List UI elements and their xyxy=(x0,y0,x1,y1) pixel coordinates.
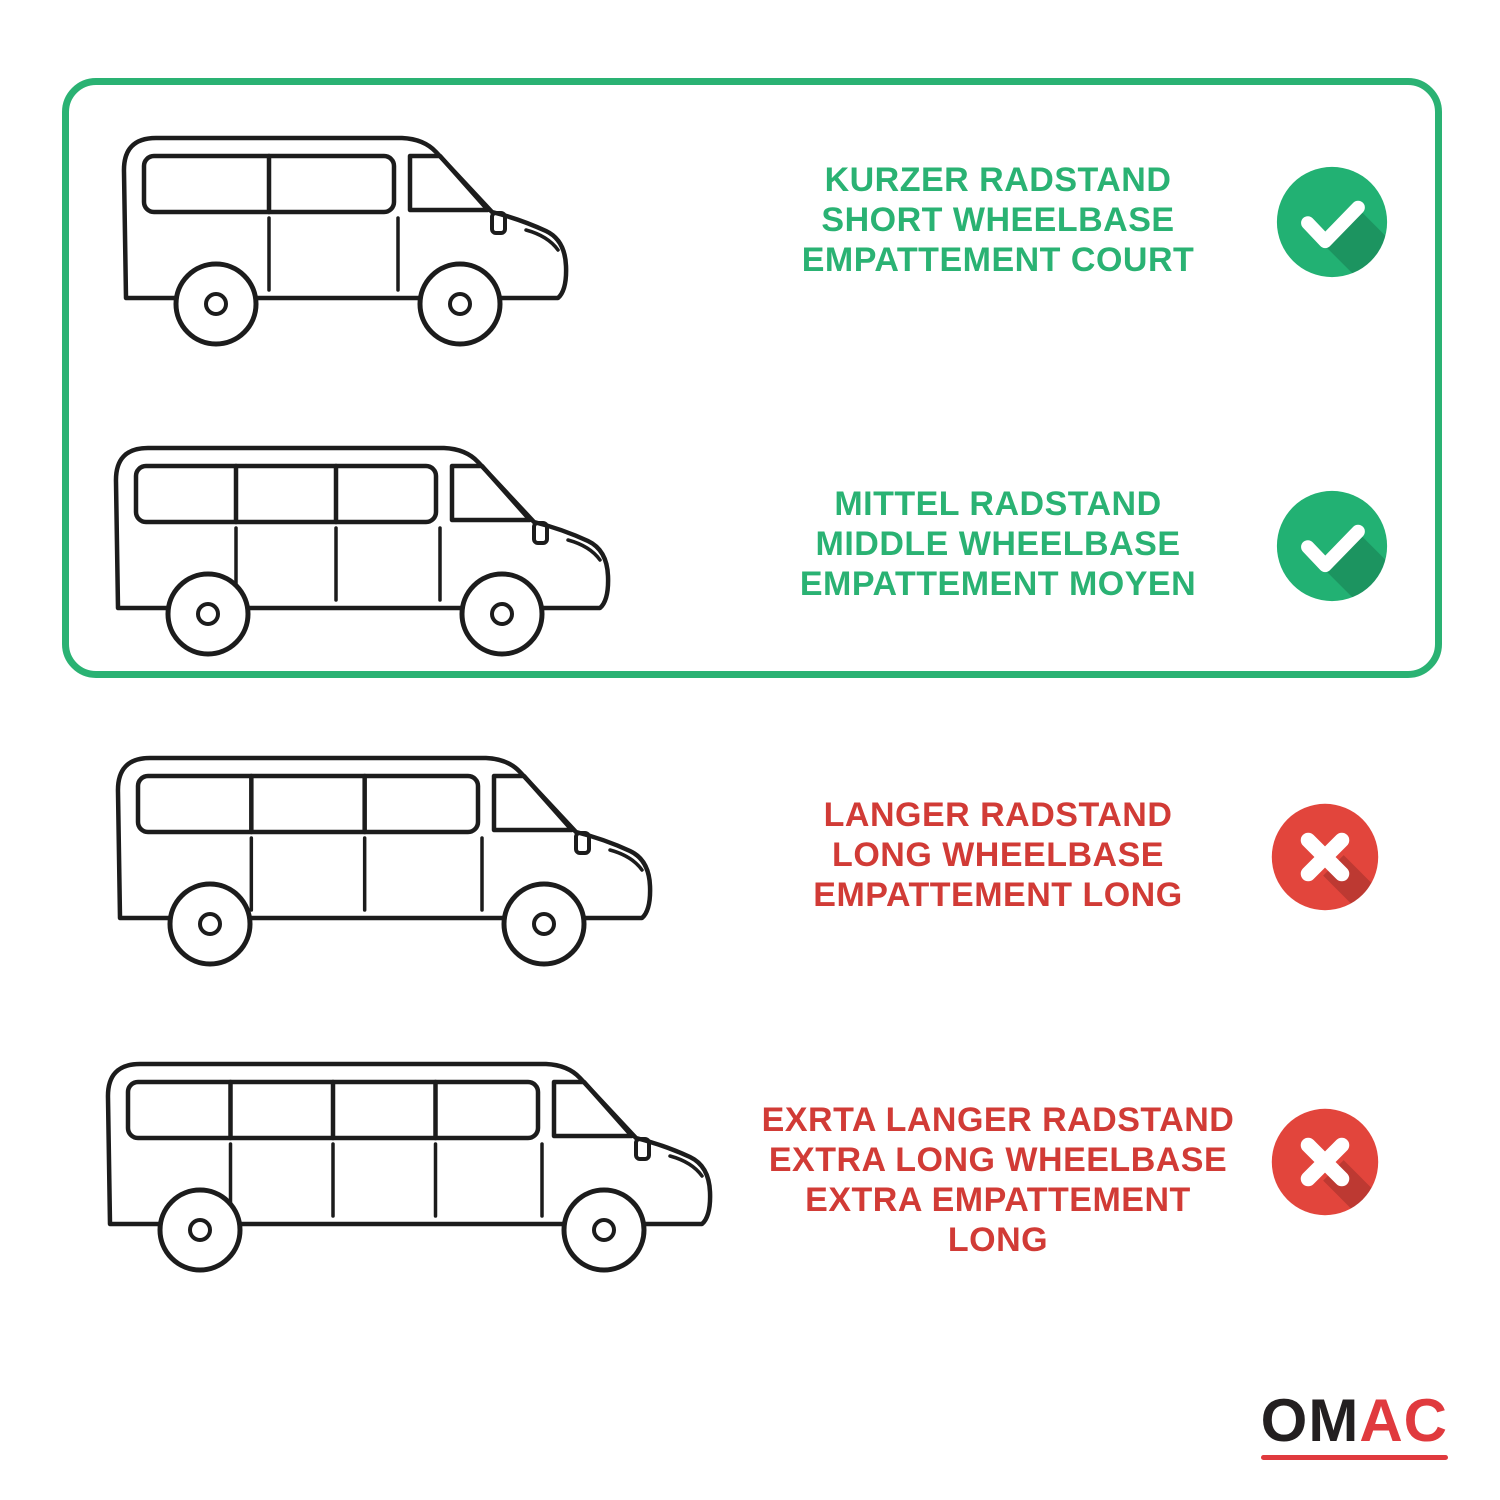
label-long-wheelbase: LANGER RADSTAND LONG WHEELBASE EMPATTEME… xyxy=(758,795,1238,915)
label-line: EXRTA LANGER RADSTAND xyxy=(761,1101,1235,1139)
label-line: MITTEL RADSTAND xyxy=(834,485,1162,523)
label-line: EMPATTEMENT MOYEN xyxy=(799,565,1197,603)
label-line: SHORT WHEELBASE xyxy=(821,201,1175,239)
van-middle-wheelbase-illustration xyxy=(113,445,611,657)
label-line: EXTRA LONG WHEELBASE xyxy=(768,1141,1228,1179)
omac-logo: OMAC xyxy=(1260,1391,1448,1460)
van-long-wheelbase-illustration xyxy=(115,755,653,967)
label-line: MIDDLE WHEELBASE xyxy=(815,525,1181,563)
label-extra-long-wheelbase: EXRTA LANGER RADSTAND EXTRA LONG WHEELBA… xyxy=(758,1100,1238,1260)
cross-icon xyxy=(1269,1106,1381,1218)
check-icon xyxy=(1274,164,1390,280)
label-line: EMPATTEMENT COURT xyxy=(801,241,1195,279)
omac-logo-underline xyxy=(1260,1455,1448,1460)
van-extra-long-wheelbase-illustration xyxy=(105,1061,713,1273)
omac-logo-red-part: AC xyxy=(1359,1387,1448,1454)
compatibility-highlight-box xyxy=(62,78,1442,678)
label-line: LANGER RADSTAND xyxy=(823,796,1173,834)
label-line: LONG WHEELBASE xyxy=(832,836,1164,874)
van-short-wheelbase-illustration xyxy=(121,135,569,347)
label-middle-wheelbase: MITTEL RADSTAND MIDDLE WHEELBASE EMPATTE… xyxy=(758,484,1238,604)
cross-icon xyxy=(1269,801,1381,913)
label-line: EXTRA EMPATTEMENT LONG xyxy=(805,1181,1191,1259)
label-short-wheelbase: KURZER RADSTAND SHORT WHEELBASE EMPATTEM… xyxy=(758,160,1238,280)
omac-logo-dark-part: OM xyxy=(1260,1387,1360,1454)
label-line: KURZER RADSTAND xyxy=(824,161,1172,199)
label-line: EMPATTEMENT LONG xyxy=(813,876,1183,914)
check-icon xyxy=(1274,488,1390,604)
